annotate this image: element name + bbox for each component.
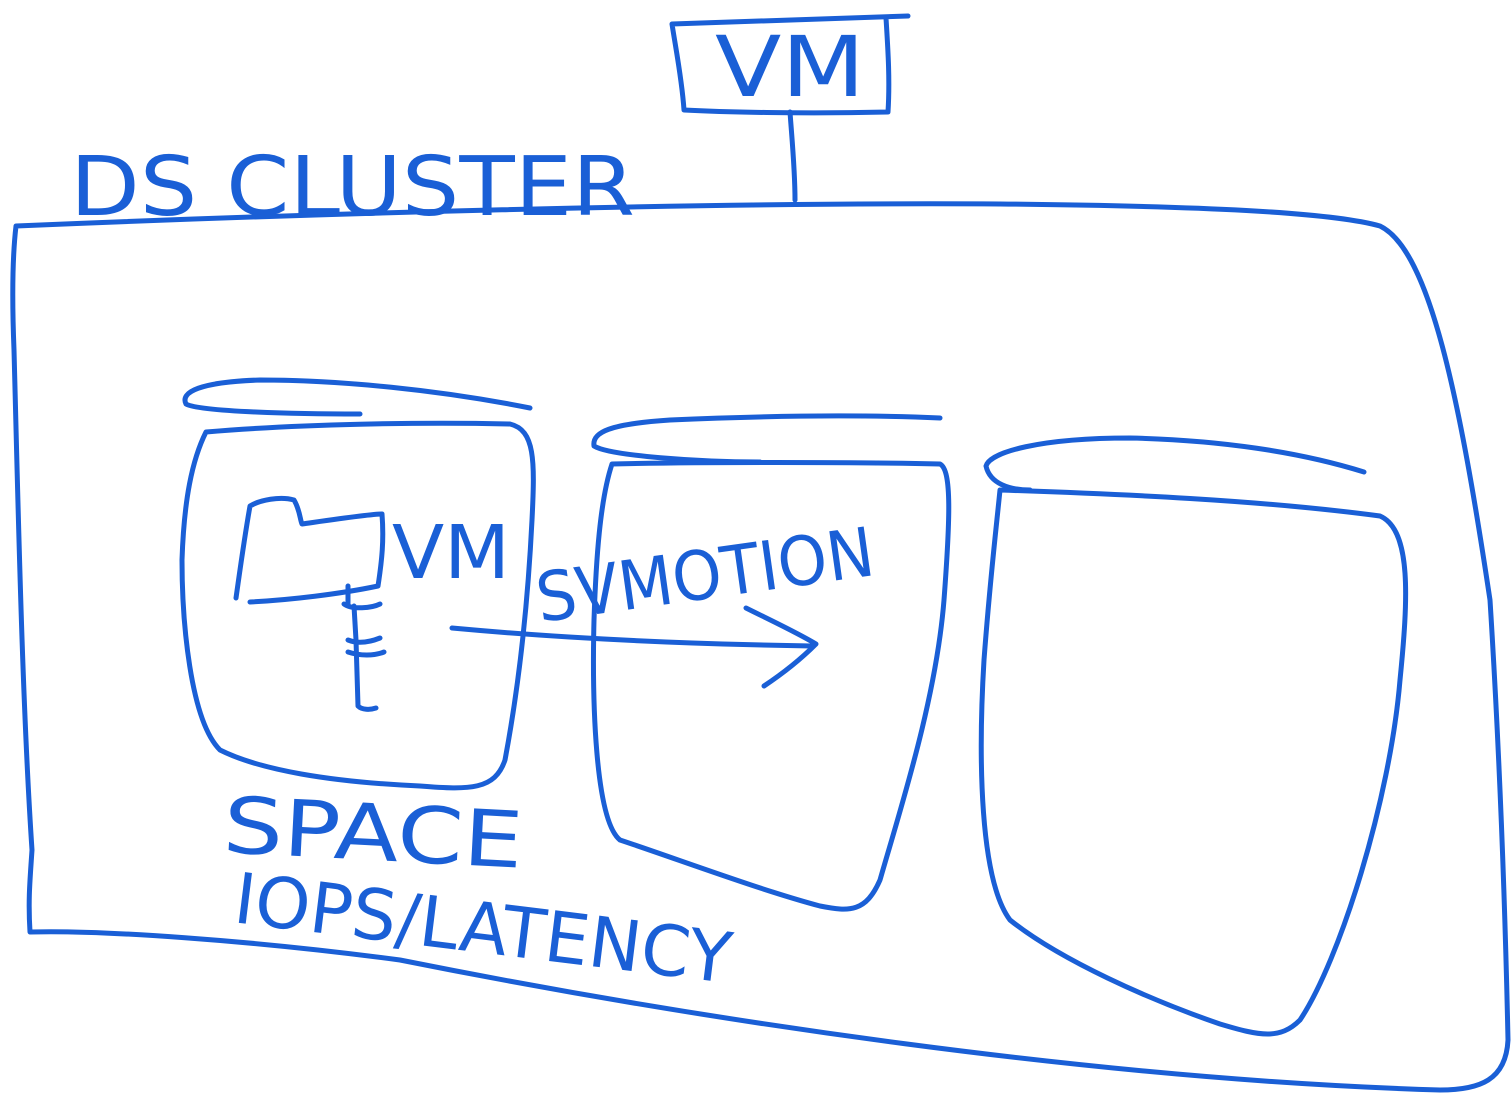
top-vm-box: VM <box>669 13 911 116</box>
vm-connector-line <box>787 109 798 203</box>
top-vm-label: VM <box>715 18 865 116</box>
datastore-cylinder-2 <box>591 413 952 912</box>
vm-icon: VM <box>233 495 510 712</box>
datastore-cylinder-3 <box>978 435 1409 1037</box>
migration-label: SVMOTION <box>531 513 879 639</box>
cluster-outline <box>10 201 1511 1093</box>
svmotion-arrow <box>449 605 819 689</box>
inner-vm-label: VM <box>392 510 510 596</box>
vm-disk-stack-icon <box>341 583 387 712</box>
datastore-cylinder-1 <box>179 377 536 791</box>
metrics-line-1: SPACE <box>221 781 525 887</box>
